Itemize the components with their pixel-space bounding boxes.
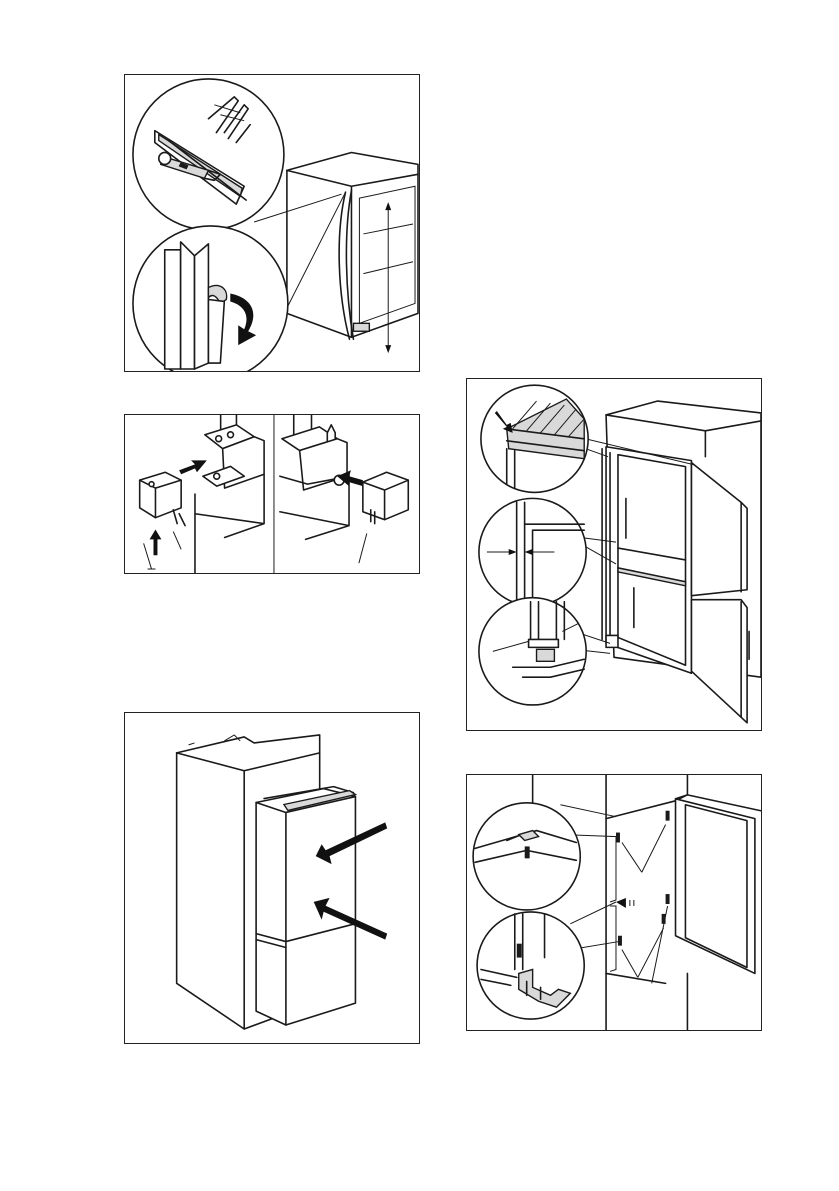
screw-icon — [666, 894, 670, 904]
door-alignment-illustration — [467, 379, 761, 730]
arrow-up-icon — [150, 530, 162, 556]
screw-icon — [666, 811, 670, 821]
appliance-body — [256, 789, 355, 1025]
zoom-circle-cutting — [133, 79, 284, 230]
arrow-right-icon — [179, 460, 207, 474]
screw-icon — [616, 833, 620, 843]
figure-door-bracket-screws — [466, 774, 762, 1031]
figure-appliance-into-niche — [124, 712, 420, 1044]
screw-icon — [618, 936, 622, 946]
seal-strip-illustration — [125, 75, 419, 371]
frame-hinge — [606, 635, 618, 647]
door-bracket-illustration — [467, 775, 761, 1030]
hinge-cover-cap-right — [363, 472, 408, 519]
lower-door — [691, 600, 747, 723]
hinge-covers-illustration — [125, 415, 419, 573]
appliance-niche-illustration — [125, 713, 419, 1043]
arrow-left-small-icon — [616, 898, 626, 908]
hinge-foot — [353, 323, 369, 331]
figure-door-alignment — [466, 378, 762, 731]
zoom-circle-hinge — [479, 598, 586, 705]
open-door — [676, 799, 755, 974]
zoom-circle-lower-bracket — [477, 912, 584, 1019]
figure-seal-strip-cutting — [124, 74, 420, 372]
figure-hinge-covers — [124, 414, 420, 574]
hinge-cover-cap — [140, 472, 181, 517]
